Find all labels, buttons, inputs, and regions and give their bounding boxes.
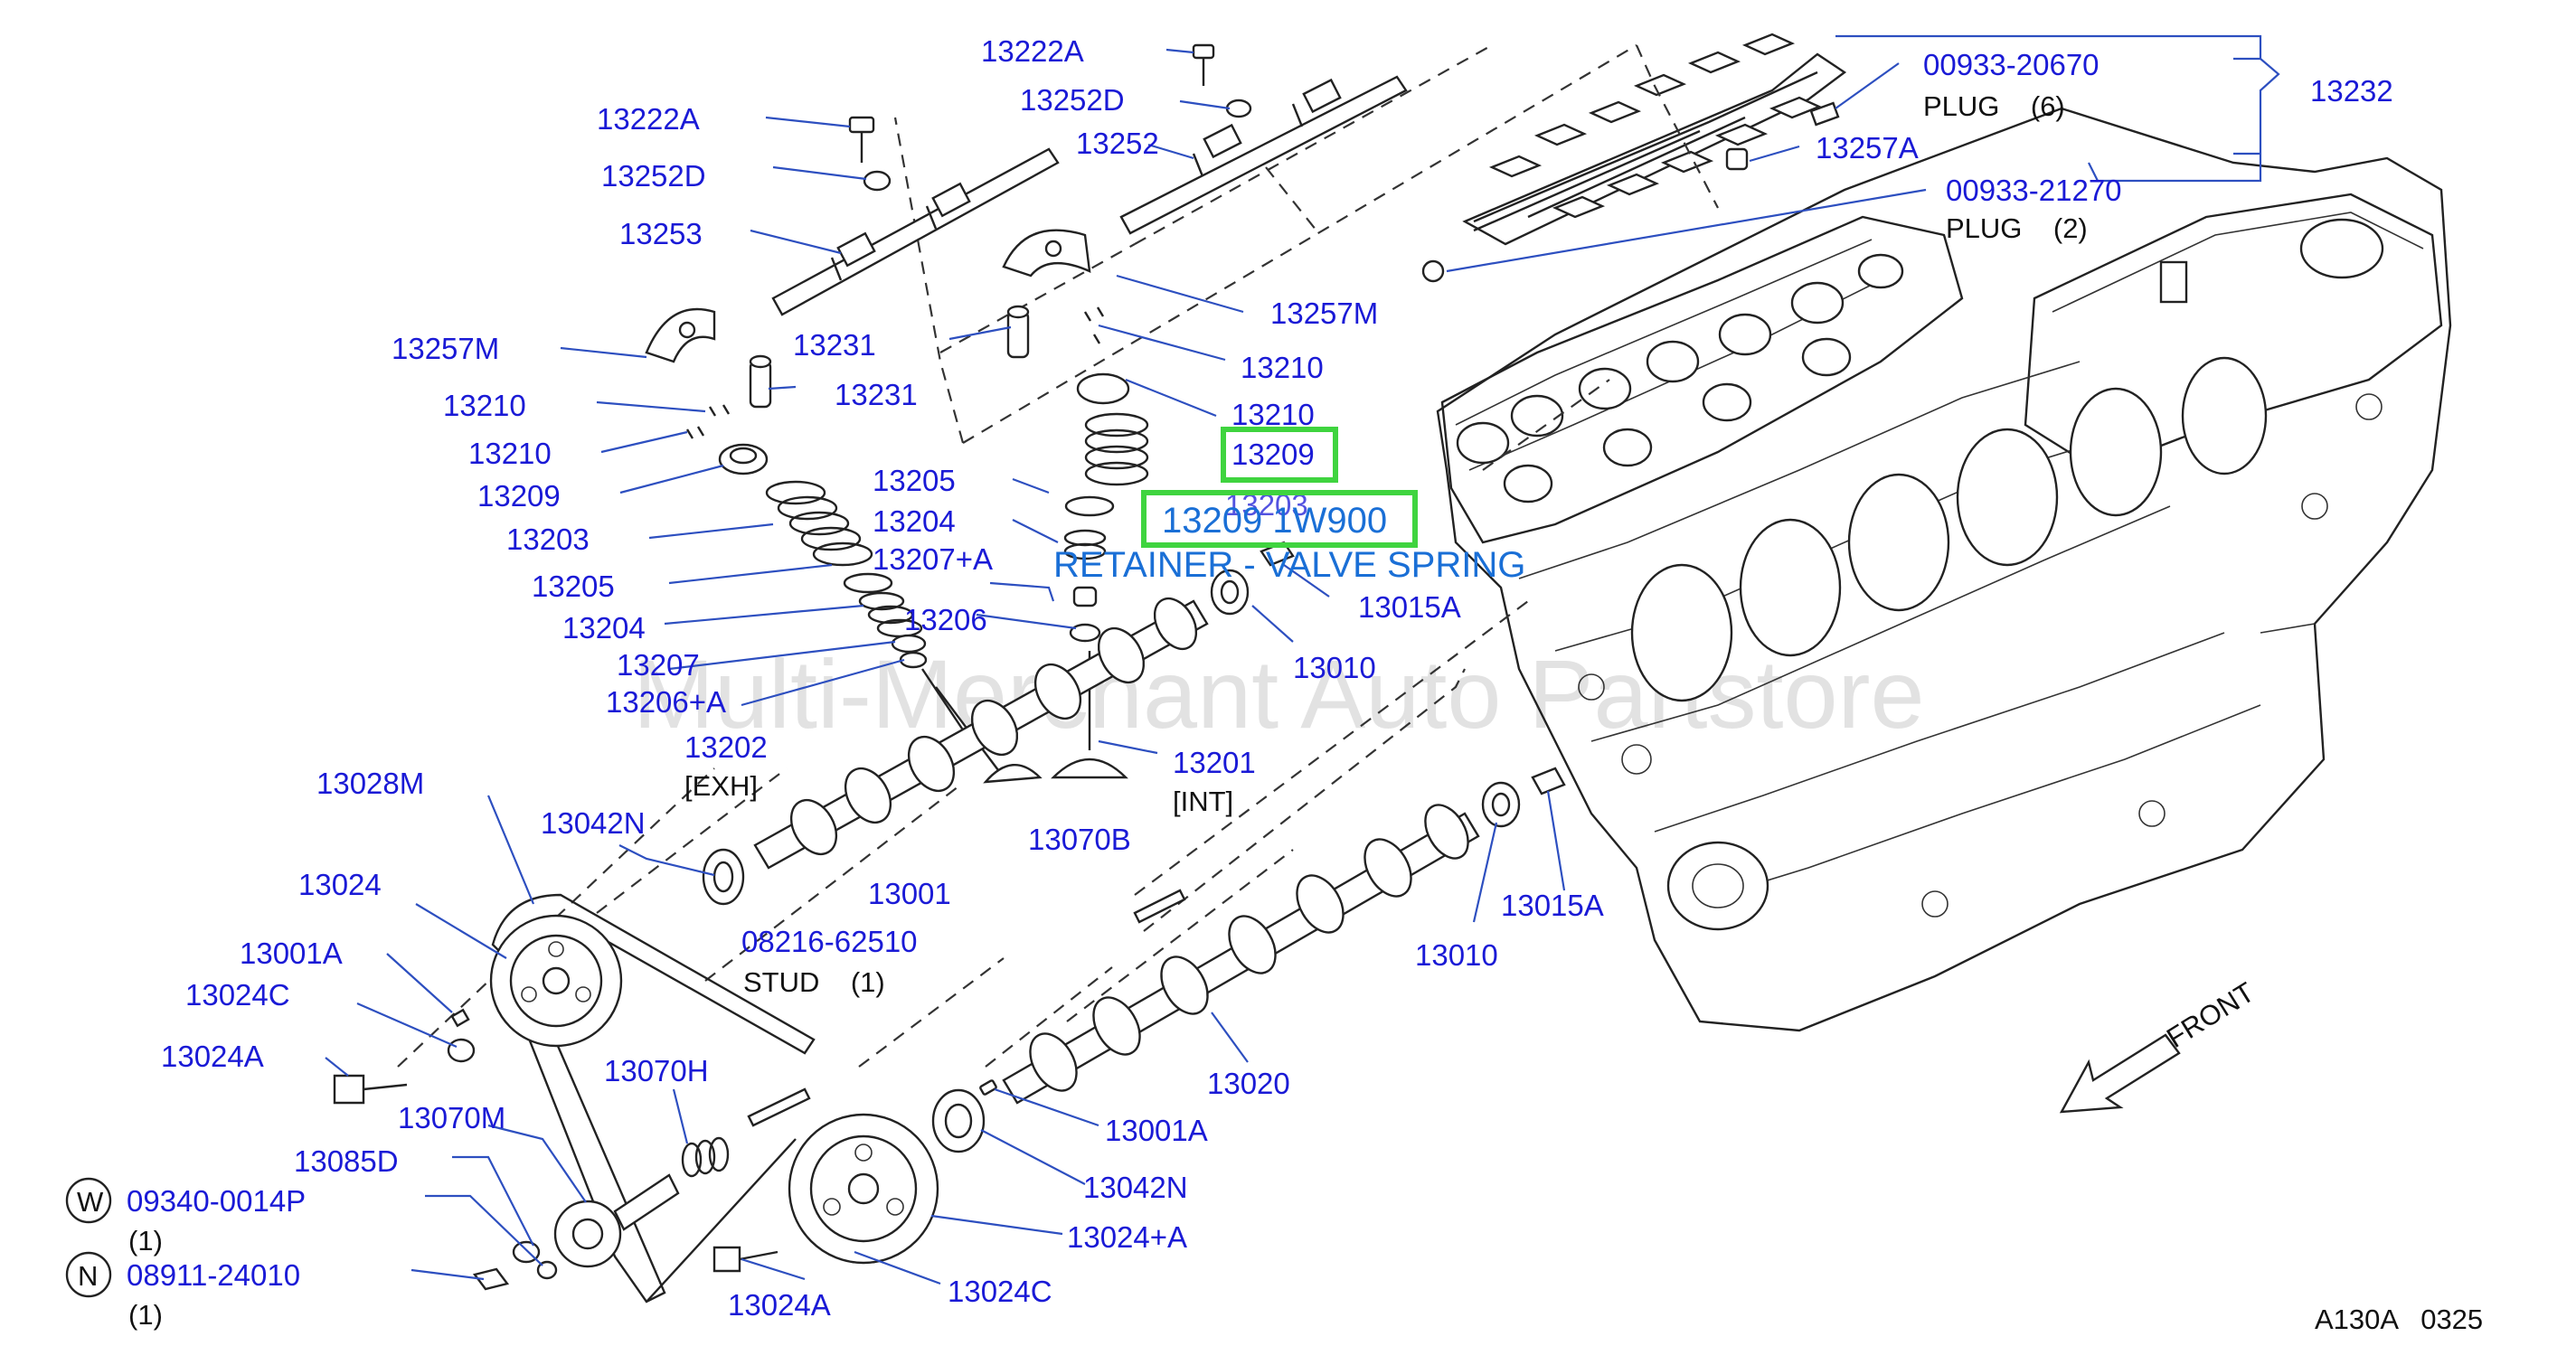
label-13020: 13020 bbox=[1207, 1067, 1290, 1100]
label-13001A-bottom: 13001A bbox=[1105, 1114, 1208, 1147]
label-13209-left: 13209 bbox=[477, 479, 561, 513]
note-int: [INT] bbox=[1173, 786, 1233, 817]
label-13210-a: 13210 bbox=[443, 389, 526, 422]
note-qty-w: (1) bbox=[128, 1225, 163, 1257]
label-09340-0014P: 09340-0014P bbox=[127, 1184, 306, 1218]
note-exh: [EXH] bbox=[684, 770, 758, 802]
circle-marker-w: W bbox=[65, 1177, 112, 1224]
note-qty-n: (1) bbox=[128, 1299, 163, 1331]
highlight-part-number: 13209 1W900 bbox=[1162, 501, 1387, 541]
label-13203-left: 13203 bbox=[506, 522, 590, 556]
label-13024C-left: 13024C bbox=[185, 978, 290, 1012]
rocker-assembly-illustration bbox=[1421, 33, 1847, 283]
engine-block-illustration bbox=[1436, 107, 2452, 1032]
label-13204-left: 13204 bbox=[562, 611, 646, 645]
label-13201: 13201 bbox=[1173, 746, 1256, 779]
label-13205-mid: 13205 bbox=[873, 464, 956, 497]
label-13222A-top: 13222A bbox=[981, 34, 1084, 68]
label-13252-top: 13252 bbox=[1076, 127, 1159, 160]
label-13204-mid: 13204 bbox=[873, 504, 956, 538]
label-13042N-top: 13042N bbox=[541, 806, 646, 840]
label-13231-b: 13231 bbox=[835, 378, 918, 411]
label-13070B: 13070B bbox=[1028, 823, 1131, 856]
label-13024C-bottom: 13024C bbox=[948, 1275, 1052, 1308]
label-13070M: 13070M bbox=[398, 1101, 505, 1134]
front-arrow bbox=[2059, 1033, 2181, 1114]
label-13206A-left: 13206+A bbox=[606, 685, 726, 719]
label-13024A-plus: 13024+A bbox=[1067, 1220, 1187, 1254]
highlight-description: RETAINER - VALVE SPRING bbox=[1053, 545, 1525, 585]
label-13207-left: 13207 bbox=[617, 648, 700, 682]
label-00933-20670: 00933-20670 bbox=[1923, 48, 2099, 81]
circle-marker-n: N bbox=[65, 1251, 112, 1298]
label-13253: 13253 bbox=[619, 217, 703, 250]
label-13206-mid: 13206 bbox=[904, 603, 987, 636]
highlight-callout-label: 13209 bbox=[1231, 438, 1315, 471]
label-13232: 13232 bbox=[2310, 74, 2393, 108]
label-13015A-bottom: 13015A bbox=[1501, 889, 1604, 922]
label-13222A-left: 13222A bbox=[597, 102, 700, 136]
label-13202: 13202 bbox=[684, 730, 768, 764]
label-13010-bottom: 13010 bbox=[1415, 938, 1498, 972]
highlighted-part[interactable]: 13209 13209 1W900 RETAINER - VALVE SPRIN… bbox=[1053, 427, 1525, 585]
label-13001: 13001 bbox=[868, 877, 951, 910]
label-13257A: 13257A bbox=[1816, 131, 1919, 165]
label-13210-c: 13210 bbox=[1241, 351, 1324, 384]
label-13010-top: 13010 bbox=[1293, 651, 1376, 684]
label-13205-left: 13205 bbox=[532, 569, 615, 603]
circle-n-letter: N bbox=[78, 1260, 98, 1292]
highlight-callout-box[interactable] bbox=[1221, 427, 1338, 483]
label-13024: 13024 bbox=[298, 868, 382, 901]
label-13207A-mid: 13207+A bbox=[873, 542, 993, 576]
label-08216-62510: 08216-62510 bbox=[741, 925, 918, 958]
watermark: Multi-Merchant Auto Partstore bbox=[633, 639, 1925, 748]
label-13257M-left: 13257M bbox=[392, 332, 499, 365]
callout-labels: 13222A 13252D 13252 13222A 13252D 13253 … bbox=[127, 34, 2393, 1322]
label-00933-21270: 00933-21270 bbox=[1946, 174, 2122, 207]
diagram-code: A130A 0325 bbox=[2315, 1304, 2483, 1335]
label-13024A-bottom: 13024A bbox=[728, 1288, 831, 1322]
timing-belt-illustration bbox=[333, 893, 939, 1304]
label-13085D: 13085D bbox=[294, 1144, 399, 1178]
label-13257M-right: 13257M bbox=[1270, 296, 1378, 330]
label-13210-b: 13210 bbox=[468, 437, 552, 470]
camshafts-illustration bbox=[702, 541, 1566, 1153]
label-13252D-top: 13252D bbox=[1020, 83, 1125, 117]
note-plug-6: PLUG (6) bbox=[1923, 90, 2065, 122]
quantity-notes: PLUG (6) PLUG (2) [EXH] [INT] STUD (1) (… bbox=[128, 90, 2483, 1335]
highlight-part-number-box[interactable] bbox=[1141, 490, 1418, 548]
note-plug-2: PLUG (2) bbox=[1946, 212, 2088, 244]
label-13252D-left: 13252D bbox=[601, 159, 706, 193]
label-13042N-bottom: 13042N bbox=[1083, 1171, 1188, 1204]
note-stud: STUD (1) bbox=[743, 966, 885, 998]
leader-lines bbox=[325, 34, 2280, 1285]
label-13024A-left: 13024A bbox=[161, 1040, 264, 1073]
label-13210-d: 13210 bbox=[1231, 398, 1315, 431]
rocker-shafts-illustration bbox=[771, 43, 1408, 316]
circle-w-letter: W bbox=[77, 1186, 104, 1218]
label-13028M: 13028M bbox=[316, 767, 424, 800]
label-13001A-left: 13001A bbox=[240, 937, 343, 970]
label-13231-a: 13231 bbox=[793, 328, 876, 362]
label-13070H: 13070H bbox=[604, 1054, 709, 1087]
label-13015A-top: 13015A bbox=[1358, 590, 1461, 624]
label-08911-24010: 08911-24010 bbox=[127, 1258, 300, 1292]
front-label: FRONT bbox=[2161, 976, 2260, 1054]
